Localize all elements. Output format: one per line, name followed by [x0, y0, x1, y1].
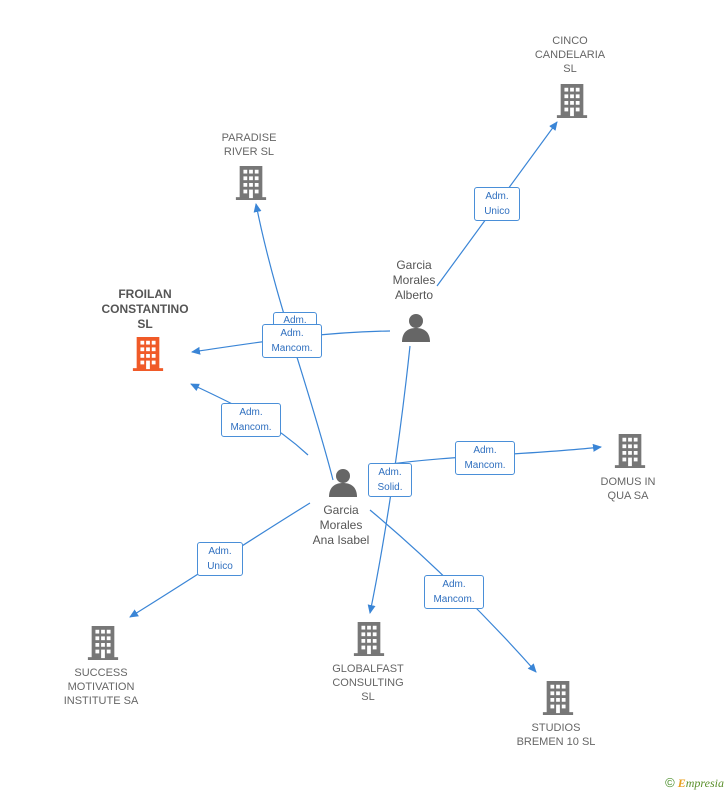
node-label-domus-in-qua[interactable]: DOMUS IN QUA SA	[600, 476, 656, 502]
building-icon[interactable]	[132, 337, 164, 371]
edge-label-alberto-cinco[interactable]: Adm. Unico	[474, 187, 520, 221]
person-icon[interactable]	[329, 469, 357, 497]
copyright-icon: ©	[665, 775, 675, 790]
edge-label-isabel-froilan[interactable]: Adm. Mancom.	[221, 403, 281, 437]
node-label-garcia-morales-alberto[interactable]: Garcia Morales Alberto	[392, 258, 436, 302]
node-label-paradise-river[interactable]: PARADISE RIVER SL	[221, 132, 277, 158]
edge-label-isabel-success[interactable]: Adm. Unico	[197, 542, 243, 576]
node-icons	[87, 84, 646, 715]
brand-name: mpresia	[685, 776, 724, 790]
node-label-success-motivation[interactable]: SUCCESS MOTIVATION INSTITUTE SA	[63, 667, 139, 707]
building-icon[interactable]	[235, 166, 267, 200]
edge-label-alberto-solid[interactable]: Adm. Solid.	[368, 463, 412, 497]
edge-label-isabel-domus[interactable]: Adm. Mancom.	[455, 441, 515, 475]
footer-brand: © Empresia	[665, 775, 724, 791]
node-label-cinco-candelaria[interactable]: CINCO CANDELARIA SL	[534, 35, 606, 75]
person-icon[interactable]	[402, 314, 430, 342]
node-label-studios-bremen[interactable]: STUDIOS BREMEN 10 SL	[516, 722, 596, 748]
brand-initial: E	[677, 776, 686, 790]
edges	[129, 121, 602, 673]
edge-label-isabel-studios[interactable]: Adm. Mancom.	[424, 575, 484, 609]
building-icon[interactable]	[353, 622, 385, 656]
node-label-froilan-constantino[interactable]: FROILAN CONSTANTINO SL	[101, 287, 189, 331]
building-icon[interactable]	[556, 84, 588, 118]
node-label-garcia-morales-ana-isabel[interactable]: Garcia Morales Ana Isabel	[312, 503, 370, 547]
building-icon[interactable]	[614, 434, 646, 468]
node-label-globalfast-consulting[interactable]: GLOBALFAST CONSULTING SL	[332, 663, 404, 703]
building-icon[interactable]	[87, 626, 119, 660]
building-icon[interactable]	[542, 681, 574, 715]
edge-label-froilan-mancom-top[interactable]: Adm. Mancom.	[262, 324, 322, 358]
